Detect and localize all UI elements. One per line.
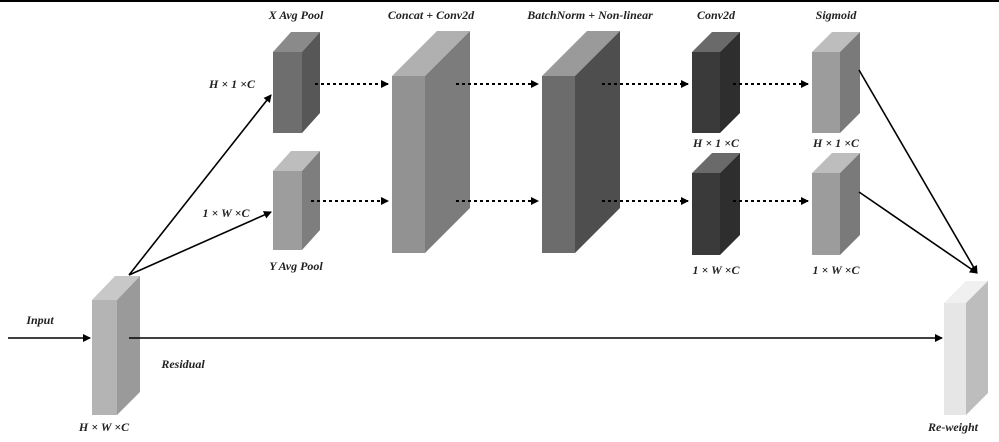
sig-h-dim-label: H × 1 ×C bbox=[812, 136, 860, 150]
input-label: Input bbox=[25, 313, 54, 327]
conv-h-dim-label: H × 1 ×C bbox=[692, 136, 740, 150]
x-avg-pool-title: X Avg Pool bbox=[268, 8, 324, 22]
batchnorm-nonlinear-block bbox=[542, 31, 620, 253]
conv2d-title: Conv2d bbox=[697, 8, 736, 22]
y-avg-pool-title: Y Avg Pool bbox=[269, 259, 323, 273]
arrow-input-to-ypool bbox=[128, 211, 272, 276]
x-avg-pool-block bbox=[273, 32, 320, 133]
conv2d-h-block bbox=[692, 32, 740, 133]
residual-label: Residual bbox=[160, 357, 205, 371]
x-pool-dim-label: H × 1 ×C bbox=[208, 77, 256, 91]
sigmoid-title: Sigmoid bbox=[816, 8, 858, 22]
arrow-sigw-to-reweight bbox=[858, 191, 978, 274]
y-pool-dim-label: 1 × W ×C bbox=[203, 206, 251, 220]
reweight-block bbox=[944, 281, 988, 415]
arrow-input-to-xpool bbox=[128, 94, 272, 276]
input-block bbox=[92, 276, 140, 415]
sigmoid-h-block bbox=[812, 32, 860, 133]
conv-w-dim-label: 1 × W ×C bbox=[693, 263, 741, 277]
reweight-label: Re-weight bbox=[927, 420, 979, 434]
sig-w-dim-label: 1 × W ×C bbox=[813, 263, 861, 277]
concat-conv2d-title: Concat + Conv2d bbox=[388, 8, 475, 22]
arrow-sigh-to-reweight bbox=[858, 69, 978, 274]
input-dim-label: H × W ×C bbox=[78, 420, 130, 434]
concat-conv2d-block bbox=[392, 31, 470, 253]
sigmoid-w-block bbox=[812, 153, 860, 255]
conv2d-w-block bbox=[692, 153, 740, 255]
batchnorm-title: BatchNorm + Non-linear bbox=[526, 8, 653, 22]
